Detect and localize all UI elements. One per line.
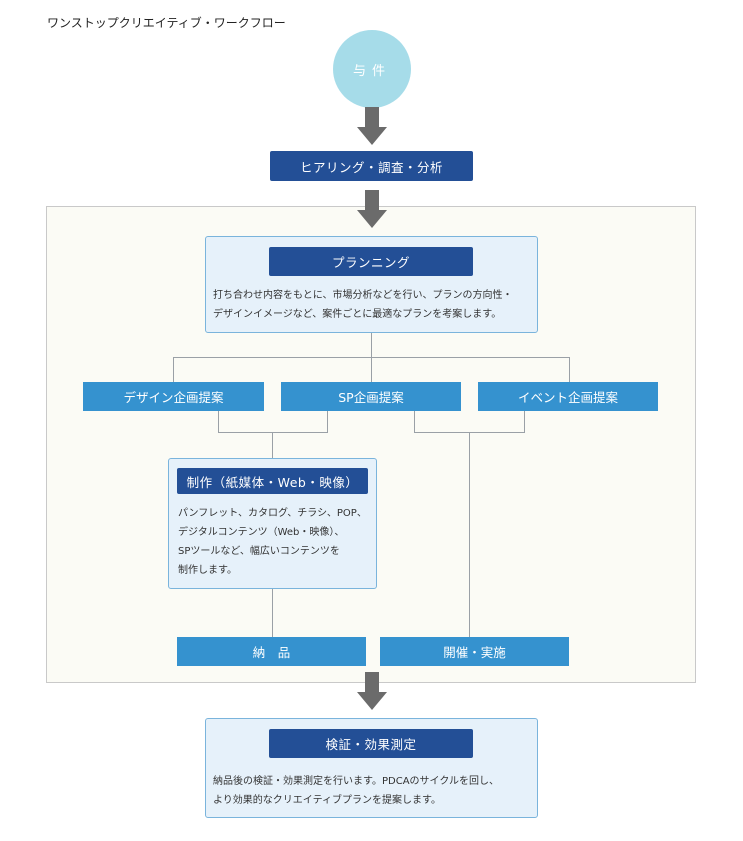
verification-description: 納品後の検証・効果測定を行います。PDCAのサイクルを回し、 より効果的なクリエ… xyxy=(213,772,535,810)
planning-desc-line-2: デザインイメージなど、案件ごとに最適なプランを考案します。 xyxy=(213,309,502,320)
connector xyxy=(469,432,470,637)
arrow-down-1 xyxy=(357,107,387,145)
planning-label: プランニング xyxy=(269,247,473,276)
connector xyxy=(371,357,372,382)
production-label: 制作（紙媒体・Web・映像） xyxy=(177,468,368,494)
production-desc-line-2: デジタルコンテンツ（Web・映像）、 xyxy=(178,527,345,538)
connector xyxy=(327,411,328,432)
production-desc-line-4: 制作します。 xyxy=(178,565,237,576)
connector xyxy=(272,589,273,637)
connector xyxy=(173,357,174,382)
verification-label: 検証・効果測定 xyxy=(269,729,473,758)
verification-desc-line-1: 納品後の検証・効果測定を行います。PDCAのサイクルを回し、 xyxy=(213,776,500,787)
sp-proposal: SP企画提案 xyxy=(281,382,461,411)
start-circle: 与件 xyxy=(333,30,411,108)
production-description: パンフレット、カタログ、チラシ、POP、 デジタルコンテンツ（Web・映像）、 … xyxy=(178,504,373,580)
connector xyxy=(218,411,219,432)
verification-desc-line-2: より効果的なクリエイティブプランを提案します。 xyxy=(213,795,441,806)
delivery-box: 納 品 xyxy=(177,637,366,666)
arrow-down-2 xyxy=(357,190,387,228)
connector xyxy=(218,432,328,433)
event-proposal: イベント企画提案 xyxy=(478,382,658,411)
planning-description: 打ち合わせ内容をもとに、市場分析などを行い、プランの方向性・ デザインイメージな… xyxy=(213,286,535,324)
connector xyxy=(414,411,415,432)
arrow-down-3 xyxy=(357,672,387,710)
connector xyxy=(272,432,273,458)
production-desc-line-1: パンフレット、カタログ、チラシ、POP、 xyxy=(178,508,367,519)
hearing-step: ヒアリング・調査・分析 xyxy=(270,151,473,181)
production-desc-line-3: SPツールなど、幅広いコンテンツを xyxy=(178,546,340,557)
connector xyxy=(371,333,372,357)
event-run-box: 開催・実施 xyxy=(380,637,569,666)
connector xyxy=(524,411,525,432)
design-proposal: デザイン企画提案 xyxy=(83,382,264,411)
planning-desc-line-1: 打ち合わせ内容をもとに、市場分析などを行い、プランの方向性・ xyxy=(213,290,513,301)
connector xyxy=(569,357,570,382)
diagram-title: ワンストップクリエイティブ・ワークフロー xyxy=(47,16,286,30)
